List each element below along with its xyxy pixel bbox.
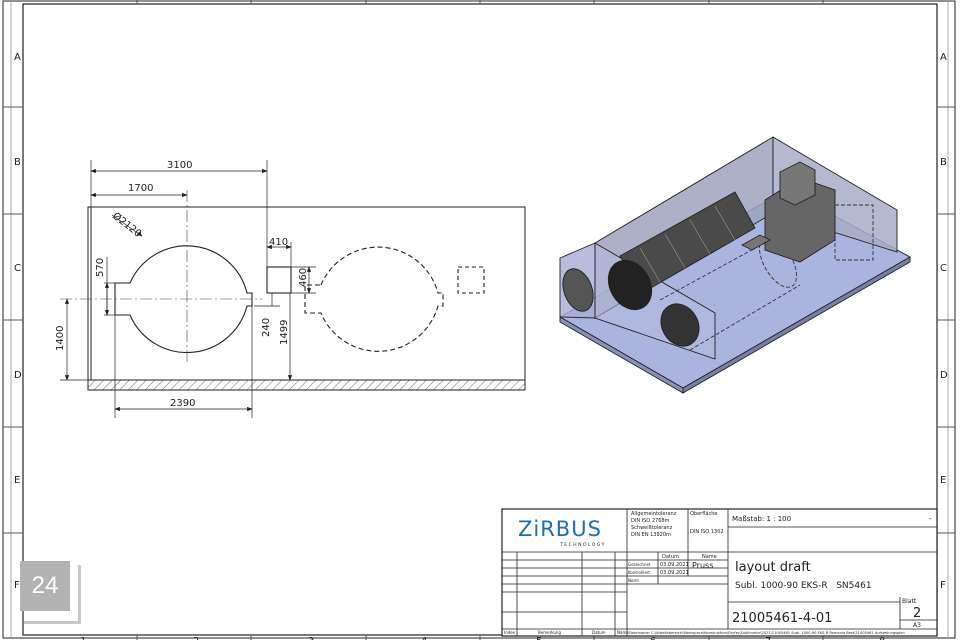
drawing-title: layout draft: [735, 560, 811, 575]
row-label-f-right: F: [940, 580, 946, 591]
tolerance-line-2: DIN ISO 2768m: [631, 518, 670, 524]
row-label-c: C: [14, 263, 21, 274]
scale-suffix: -: [929, 515, 932, 523]
dim-2390: 2390: [170, 398, 195, 409]
row-label-b-right: B: [940, 157, 947, 168]
footer-index: Index: [504, 630, 516, 635]
date-header: Datum: [662, 554, 679, 560]
box-outline-dashed: [457, 266, 485, 294]
col-label-2: 2: [193, 636, 199, 640]
row-label-d: D: [14, 370, 22, 381]
row-label-f: F: [14, 580, 20, 591]
col-label-7: 7: [765, 636, 771, 640]
tolerance-line-3: Schweißtoleranz: [631, 525, 673, 531]
dim-1700: 1700: [128, 183, 153, 194]
row-label-c-right: C: [940, 263, 947, 274]
logo-tagline: TECHNOLOGY: [559, 542, 606, 548]
isometric-3d-view: [559, 136, 911, 394]
dim-570: 570: [95, 258, 106, 277]
dim-1499: 1499: [279, 320, 290, 345]
drawing-subtitle: Subl. 1000-90 EKS-R SN5461: [735, 581, 872, 591]
sheet-label: Blatt: [902, 598, 917, 605]
row-label-d-right: D: [940, 370, 948, 381]
surface-label: Oberfläche: [690, 511, 717, 517]
col-label-3: 3: [308, 636, 314, 640]
row-label-b: B: [14, 157, 21, 168]
title-block: ZiRBUS TECHNOLOGY Allgemeintoleranz DIN …: [501, 508, 938, 637]
checked-label: Kontrolliert: [628, 570, 650, 575]
tolerance-line-1: Allgemeintoleranz: [631, 511, 677, 517]
page-badge: 24: [20, 561, 70, 611]
dim-460: 460: [298, 268, 309, 287]
box-outline: [266, 266, 292, 294]
checked-date: 03.09.2021: [660, 570, 689, 576]
chamber-opening-dashed: [304, 246, 444, 352]
dim-1400: 1400: [55, 326, 66, 351]
norm-label: Norm: [628, 578, 639, 583]
zirbus-logo: ZiRBUS: [518, 517, 602, 541]
drawn-date: 03.09.2021: [660, 562, 689, 568]
name-header: Name: [702, 554, 717, 560]
col-label-4: 4: [421, 636, 427, 640]
sheet-format: A3: [913, 622, 921, 629]
scale-label: Maßstab: 1 : 100: [732, 515, 791, 523]
col-label-8: 8: [879, 636, 885, 640]
drawing-number: 21005461-4-01: [732, 611, 832, 626]
plan-view: 3100 1700 Ø2120 570 410 460 240 1499 140…: [55, 160, 526, 418]
col-label-6: 6: [650, 636, 656, 640]
footer-date: Datum: [592, 630, 606, 635]
footer-filename: Dateiname: C:\Arbeitsbereich\Workspace\K…: [629, 631, 905, 635]
dim-diameter: Ø2120: [110, 210, 144, 240]
row-label-a-right: A: [940, 52, 947, 63]
col-label-1: 1: [80, 636, 86, 640]
footer-remark: Bemerkung: [538, 630, 561, 635]
dim-3100: 3100: [167, 160, 192, 171]
page-badge-shadow: [24, 565, 81, 624]
drawn-by-name: Pruss: [692, 561, 713, 570]
row-label-e-right: E: [940, 475, 946, 486]
row-label-a: A: [14, 52, 21, 63]
chamber-opening-outline: [114, 245, 253, 354]
surface-value: DIN ISO 1302: [690, 529, 724, 535]
col-label-5: 5: [536, 636, 542, 640]
dim-240: 240: [261, 318, 272, 337]
drawn-label: Gezeichnet: [628, 562, 651, 567]
sheet-number: 2: [913, 606, 921, 621]
tolerance-line-4: DIN EN 13920m: [631, 532, 671, 538]
dim-410: 410: [269, 237, 288, 248]
footer-name: Name: [617, 630, 629, 635]
row-label-e: E: [14, 475, 20, 486]
